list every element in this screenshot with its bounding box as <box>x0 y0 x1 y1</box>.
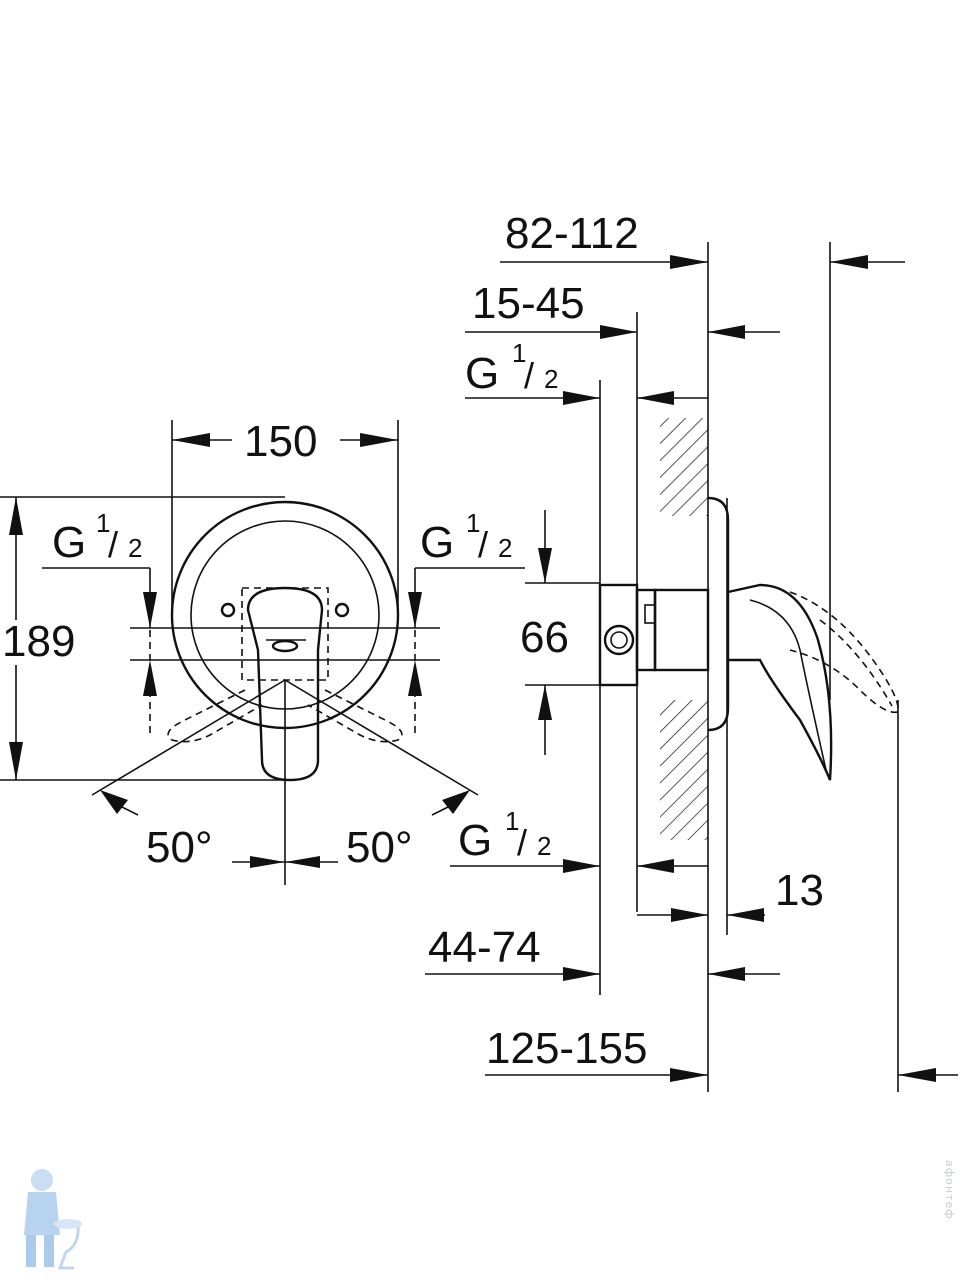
dim-189: 189 <box>2 617 75 666</box>
front-view: 150 189 G 1 / 2 G 1 / 2 50° <box>0 417 525 885</box>
svg-text:/: / <box>108 524 118 565</box>
dim-82-112: 82-112 <box>505 209 639 258</box>
lever-left-dashed <box>167 689 263 743</box>
dim-44-74: 44-74 <box>428 923 541 972</box>
g-right-den: 2 <box>498 533 512 563</box>
plumber-logo <box>24 1169 82 1270</box>
svg-text:/: / <box>517 822 527 863</box>
angle-right: 50° <box>346 823 413 872</box>
g-side-bottom-den: 2 <box>537 831 551 861</box>
g-side-top-den: 2 <box>544 364 558 394</box>
dim-13: 13 <box>775 866 824 915</box>
svg-text:/: / <box>524 355 534 396</box>
side-handle <box>727 583 833 781</box>
dim-66: 66 <box>520 613 569 662</box>
g-side-bottom-num: 1 <box>505 806 519 836</box>
g-side-top-num: 1 <box>512 338 526 368</box>
side-handle-dashed <box>789 591 899 714</box>
side-view: 82-112 15-45 G 1 / 2 66 G 1 / 2 <box>425 209 958 1092</box>
g-left-den: 2 <box>128 533 142 563</box>
g-right-label: G <box>420 518 454 567</box>
dim-125-155: 125-155 <box>486 1024 647 1073</box>
dim-15-45: 15-45 <box>472 279 585 328</box>
g-side-bottom-label: G <box>458 816 492 865</box>
g-left-label: G <box>52 518 86 567</box>
g-side-top-label: G <box>465 349 499 398</box>
lever-handle <box>246 586 324 782</box>
svg-text:/: / <box>478 524 488 565</box>
lever-right-dashed <box>307 689 403 743</box>
rosette-plate <box>707 496 730 732</box>
wall-lower <box>660 700 708 840</box>
watermark: афонтеф <box>943 1160 956 1220</box>
g-left-num: 1 <box>96 508 110 538</box>
angle-left: 50° <box>146 823 213 872</box>
g-right-num: 1 <box>466 508 480 538</box>
dim-150: 150 <box>244 417 317 466</box>
wall-upper <box>660 418 708 516</box>
